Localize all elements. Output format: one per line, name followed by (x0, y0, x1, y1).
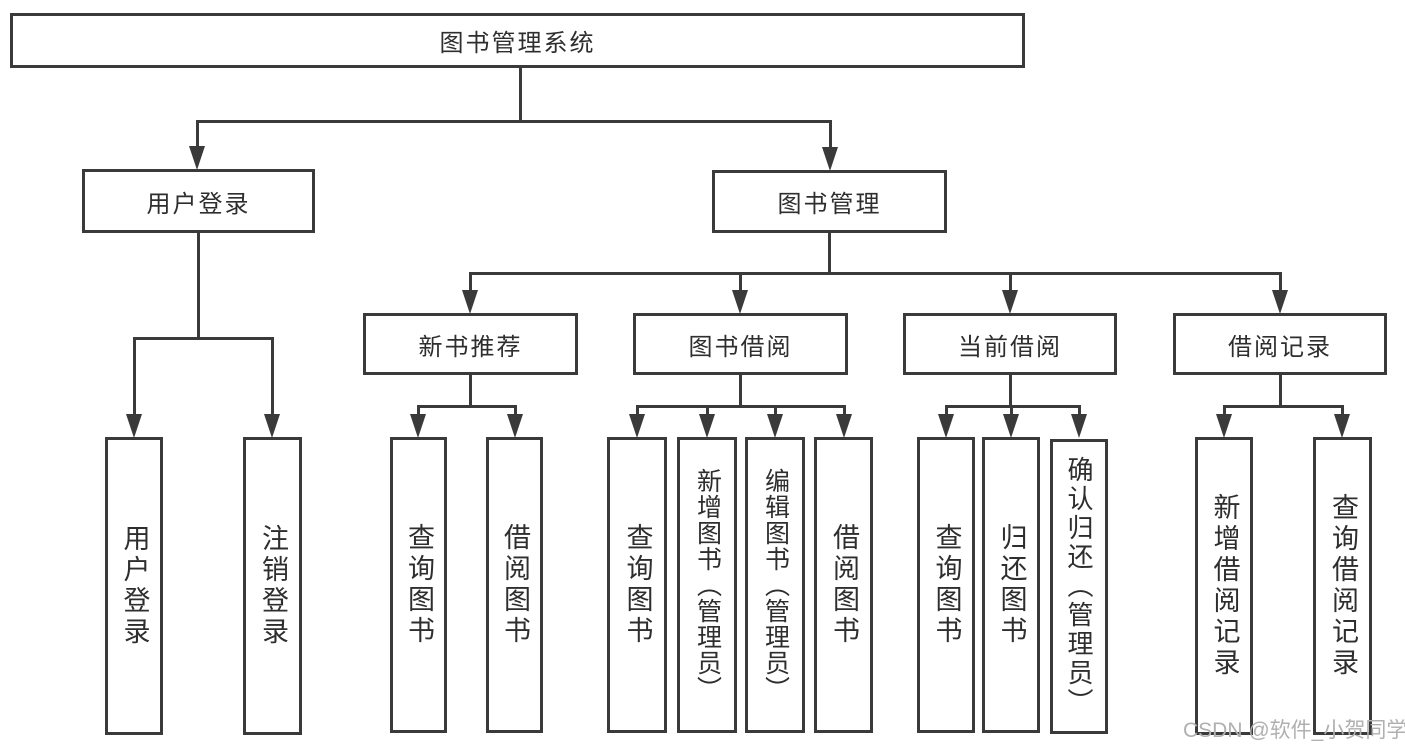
connector-stem-leaf-logout (271, 337, 274, 419)
node-leaf-confirm-return-admin-label: 确认归还（管理员） (1064, 456, 1094, 717)
arrow-leaf-query-books-current (938, 414, 954, 438)
connector-drop-user-login (197, 233, 200, 340)
arrow-current-borrow (1002, 290, 1018, 314)
connector-stem-leaf-query-borrow-record (1341, 405, 1344, 419)
node-borrow-records: 借阅记录 (1173, 313, 1387, 375)
node-new-book-rec: 新书推荐 (363, 313, 578, 375)
node-leaf-add-borrow-record: 新增借阅记录 (1195, 437, 1253, 735)
node-user-login-label: 用户登录 (146, 190, 251, 218)
node-root: 图书管理系统 (10, 13, 1025, 68)
node-book-mgmt: 图书管理 (712, 170, 947, 233)
arrow-book-borrow (732, 290, 748, 314)
connector-stem-borrow-records (1279, 272, 1282, 293)
connector-hline-book-mgmt-children (469, 272, 1282, 275)
arrow-leaf-add-books-admin (699, 414, 715, 438)
arrow-leaf-query-borrow-record (1334, 414, 1350, 438)
node-leaf-query-borrow-record: 查询借阅记录 (1313, 437, 1372, 735)
connector-hline-current-borrow-children (945, 405, 1081, 408)
node-leaf-borrow-books-recommend-label: 借阅图书 (500, 523, 530, 647)
node-leaf-borrow-books-borrowing: 借阅图书 (814, 437, 873, 733)
connector-hline-borrow-records-children (1223, 405, 1344, 408)
node-leaf-confirm-return-admin: 确认归还（管理员） (1050, 439, 1108, 734)
connector-stem-leaf-add-borrow-record (1223, 405, 1226, 419)
node-book-borrow: 图书借阅 (633, 313, 848, 375)
arrow-leaf-return-books (1003, 414, 1019, 438)
node-leaf-query-books-current: 查询图书 (917, 437, 975, 733)
node-book-mgmt-label: 图书管理 (777, 191, 882, 218)
arrow-leaf-add-borrow-record (1216, 414, 1232, 438)
node-leaf-edit-books-admin-label: 编辑图书（管理员） (761, 468, 790, 702)
connector-drop-new-book-rec (469, 373, 472, 408)
node-leaf-query-books-borrowing: 查询图书 (607, 437, 667, 733)
arrow-leaf-user-login (126, 414, 142, 438)
node-leaf-query-books-recommend-label: 查询图书 (404, 523, 434, 647)
node-leaf-logout-label: 注销登录 (258, 524, 288, 648)
connector-drop-current-borrow (1009, 373, 1012, 408)
node-leaf-query-borrow-record-label: 查询借阅记录 (1328, 493, 1358, 679)
node-root-label: 图书管理系统 (439, 30, 596, 57)
node-leaf-add-borrow-record-label: 新增借阅记录 (1209, 493, 1240, 679)
connector-stem-leaf-confirm-return-admin (1078, 405, 1081, 419)
node-leaf-borrow-books-recommend: 借阅图书 (486, 437, 543, 733)
connector-stem-leaf-query-books-recommend (417, 405, 420, 419)
connector-hline-user-login-children (133, 337, 274, 340)
node-leaf-query-books-current-label: 查询图书 (931, 523, 962, 647)
node-leaf-logout: 注销登录 (243, 437, 302, 735)
connector-stem-leaf-borrow-books-recommend (514, 405, 517, 419)
node-leaf-add-books-admin-label: 新增图书（管理员） (693, 468, 722, 702)
arrow-leaf-logout (264, 414, 280, 438)
connector-stem-new-book-rec (469, 272, 472, 293)
connector-stem-user-login (196, 120, 199, 151)
arrow-leaf-borrow-books-recommend (507, 414, 523, 438)
arrow-new-book-rec (462, 290, 478, 314)
node-current-borrow-label: 当前借阅 (958, 333, 1062, 361)
node-leaf-return-books-label: 归还图书 (996, 523, 1027, 647)
arrow-leaf-confirm-return-admin (1071, 414, 1087, 438)
node-leaf-add-books-admin: 新增图书（管理员） (677, 437, 737, 733)
connector-hline-new-book-rec-children (417, 405, 517, 408)
arrow-book-mgmt (822, 147, 838, 171)
arrow-leaf-query-books-recommend (410, 414, 426, 438)
connector-stem-leaf-query-books-borrowing (636, 405, 639, 419)
arrow-borrow-records (1272, 290, 1288, 314)
connector-drop-root (519, 66, 522, 123)
node-leaf-query-books-recommend: 查询图书 (390, 437, 447, 733)
node-borrow-records-label: 借阅记录 (1228, 333, 1332, 361)
node-leaf-query-books-borrowing-label: 查询图书 (622, 523, 653, 647)
connector-stem-current-borrow (1009, 272, 1012, 293)
arrow-user-login (189, 146, 205, 170)
connector-stem-leaf-query-books-current (945, 405, 948, 419)
connector-stem-book-mgmt (829, 120, 832, 151)
node-new-book-rec-label: 新书推荐 (418, 333, 523, 361)
connector-hline-book-borrow-children (636, 405, 846, 408)
watermark: CSDN @软件_小贺同学 (1183, 719, 1405, 742)
arrow-leaf-borrow-books-borrowing (836, 414, 852, 438)
node-leaf-edit-books-admin: 编辑图书（管理员） (745, 437, 805, 733)
connector-stem-leaf-add-books-admin (706, 405, 709, 419)
node-leaf-user-login-label: 用户登录 (119, 524, 150, 648)
connector-drop-borrow-records (1279, 373, 1282, 408)
node-book-borrow-label: 图书借阅 (688, 333, 793, 361)
connector-hline-level1 (196, 120, 832, 123)
connector-stem-leaf-edit-books-admin (774, 405, 777, 419)
node-user-login: 用户登录 (82, 169, 315, 233)
node-leaf-return-books: 归还图书 (982, 437, 1040, 733)
connector-stem-book-borrow (739, 272, 742, 293)
node-leaf-borrow-books-borrowing-label: 借阅图书 (829, 523, 859, 647)
connector-stem-leaf-borrow-books-borrowing (843, 405, 846, 419)
arrow-leaf-query-books-borrowing (629, 414, 645, 438)
connector-drop-book-borrow (739, 373, 742, 408)
connector-drop-book-mgmt (828, 233, 831, 275)
node-leaf-user-login: 用户登录 (105, 437, 163, 735)
node-current-borrow: 当前借阅 (903, 313, 1117, 375)
arrow-leaf-edit-books-admin (767, 414, 783, 438)
connector-stem-leaf-user-login (133, 337, 136, 419)
connector-stem-leaf-return-books (1010, 405, 1013, 419)
